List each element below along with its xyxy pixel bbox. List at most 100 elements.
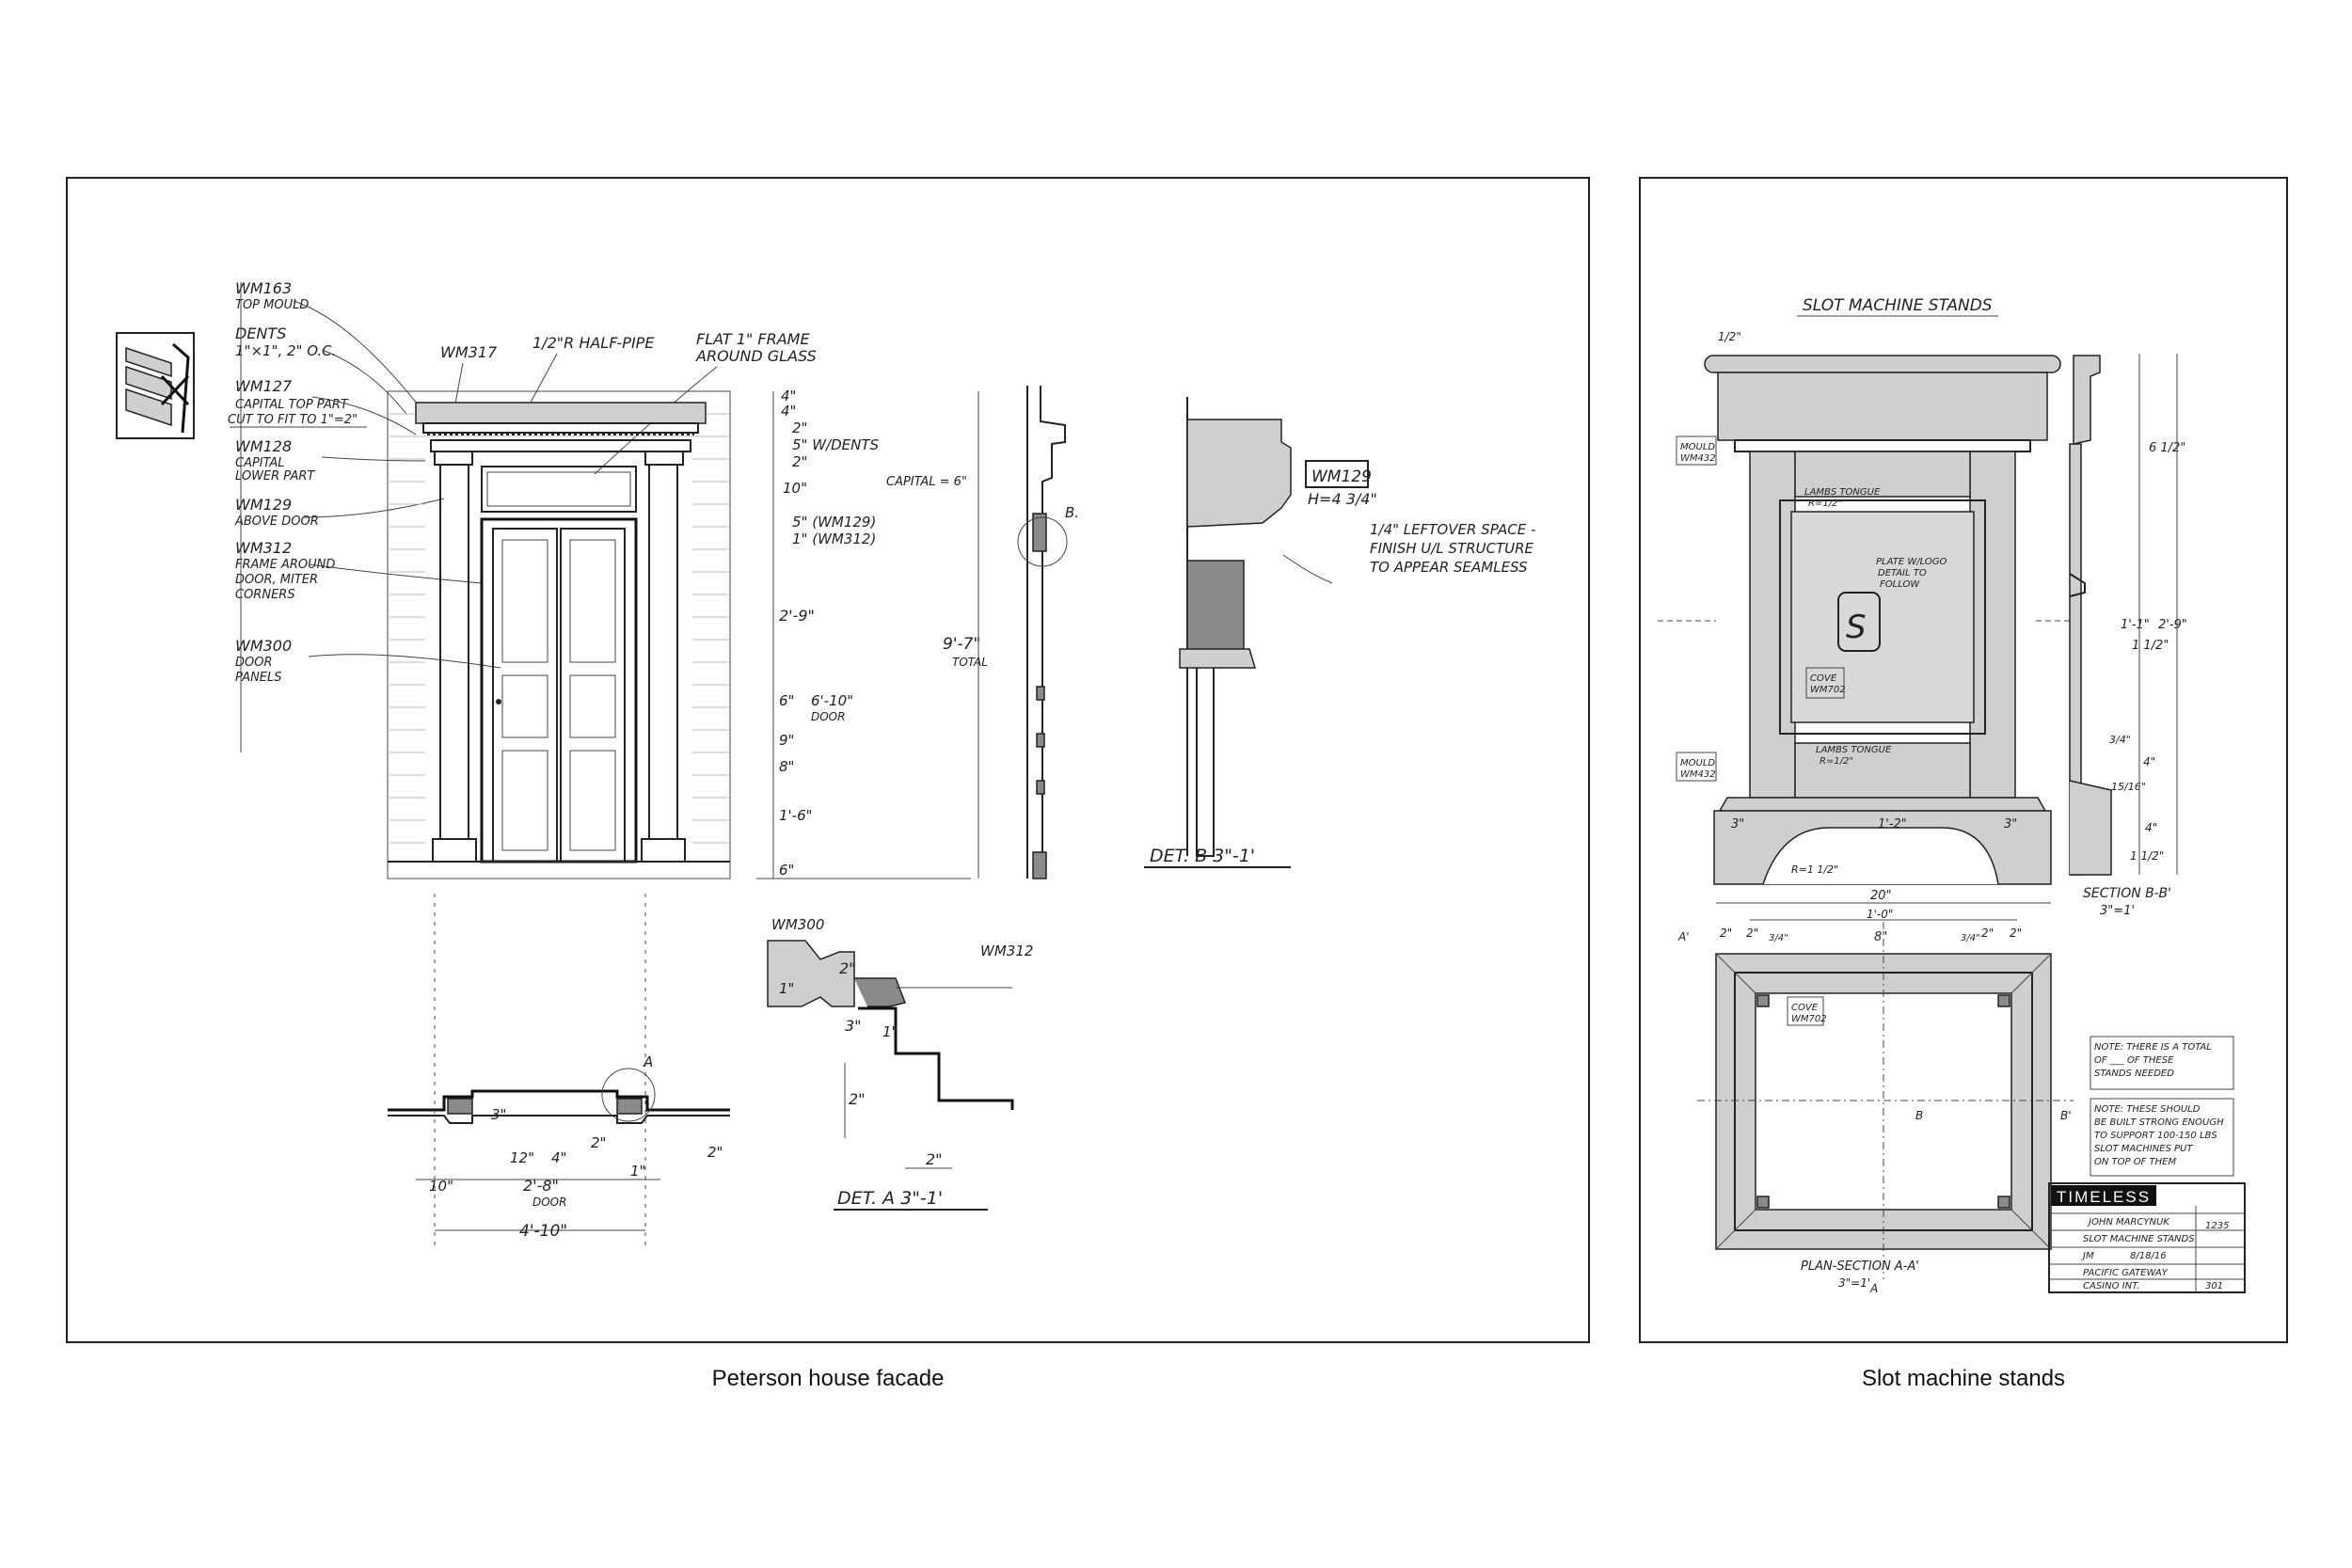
timeless-logo: TIMELESS — [2057, 1188, 2151, 1206]
total-height: 9'-7" — [943, 635, 980, 654]
stand-plan-section: 20" 1'-0" 2" 2" 3/4" 8" 3/4" 2" 2" COVE … — [1677, 889, 2074, 1295]
plan-door-label: DOOR — [532, 1196, 566, 1209]
detail-a-d1: 2" — [839, 959, 856, 977]
callout-wm128-desc2: LOWER PART — [235, 469, 315, 483]
note-2-line-2: BE BUILT STRONG ENOUGH — [2094, 1117, 2224, 1128]
section-dim-6-5in: 6 1/2" — [2149, 441, 2185, 455]
dim-5in-wm129: 5" (WM129) — [792, 514, 876, 531]
detail-a-title: DET. A 3"-1' — [837, 1188, 943, 1209]
stand-notes: NOTE: THERE IS A TOTAL OF ___ OF THESE S… — [2090, 1036, 2234, 1177]
title-block: TIMELESS JOHN MARCYNUK 1235 SLOT MACHINE… — [2048, 1182, 2246, 1293]
callout-flat-frame-1: FLAT 1" FRAME — [696, 330, 810, 348]
callout-wm127-desc: CAPITAL TOP PART — [235, 398, 349, 412]
top-mould-detail-inset — [116, 332, 195, 439]
lambs-tongue-top-r: R=1/2" — [1808, 499, 1842, 509]
title-block-date: 8/18/16 — [2130, 1251, 2167, 1261]
detail-a-d2: 1" — [779, 980, 794, 997]
dim-10in: 10" — [783, 480, 807, 497]
callout-wm128: WM128 — [235, 437, 292, 455]
section-dim-1-5in-b: 1 1/2" — [2130, 849, 2164, 863]
note-2-line-4: SLOT MACHINES PUT — [2094, 1144, 2193, 1154]
callout-dents: DENTS — [235, 325, 286, 342]
slot-stand-drawing: SLOT MACHINE STANDS 1/2" S PLATE W/LOGO … — [1658, 296, 2246, 1295]
lambs-tongue-bottom: LAMBS TONGUE — [1816, 745, 1892, 755]
note-1-line-2: OF ___ OF THESE — [2094, 1055, 2174, 1066]
lambs-tongue-top: LAMBS TONGUE — [1804, 487, 1881, 498]
dim-door-label: DOOR — [811, 710, 845, 723]
title-block-drawing: SLOT MACHINE STANDS — [2083, 1234, 2195, 1244]
plan-dim-3-4in-b: 3/4" — [1961, 933, 1980, 943]
plan-dim-12in: 12" — [510, 1149, 534, 1166]
dim-2ft9in: 2'-9" — [779, 607, 815, 625]
detail-b: WM129 H=4 3/4" 1/4" LEFTOVER SPACE - FIN… — [1144, 397, 1535, 868]
section-dim-4in-b: 4" — [2145, 821, 2157, 834]
facade-drawing-panel: WM163 TOP MOULD DENTS 1"×1", 2" O.C. WM1… — [66, 177, 1590, 1343]
stand-dim-3in-a: 3" — [1731, 817, 1744, 832]
stand-dim-1ft2in: 1'-2" — [1878, 817, 1907, 832]
plan-dim-10in: 10" — [429, 1178, 453, 1195]
title-block-set-number: 1235 — [2205, 1221, 2229, 1231]
section-dim-15-16in: 15/16" — [2111, 781, 2146, 793]
note-2-line-5: ON TOP OF THEM — [2094, 1157, 2176, 1167]
plan-dim-3in: 3" — [491, 1106, 506, 1123]
dim-1ft6in: 1'-6" — [779, 807, 813, 824]
detail-a-d5: 2" — [849, 1090, 866, 1108]
stand-front-elevation: 1/2" S PLATE W/LOGO DETAIL TO FOLLOW LAM… — [1658, 330, 2083, 885]
stand-title: SLOT MACHINE STANDS — [1803, 296, 1993, 315]
plan-dim-1ft: 1'-0" — [1867, 908, 1893, 921]
plate-label-2: DETAIL TO — [1878, 568, 1927, 578]
section-dim-3-4in: 3/4" — [2109, 734, 2131, 746]
detail-a: WM300 WM312 2" 1" 3" 1" 2" 2" DET. A 3"-… — [767, 916, 1033, 1211]
callout-wm129: WM129 — [235, 496, 292, 514]
plan-dim-2in-d: 2" — [2010, 927, 2022, 940]
elevation-dimensions: 4" 4" 2" 5" W/DENTS 2" 10" 5" (WM129) 1"… — [756, 386, 1079, 879]
dim-9in: 9" — [779, 732, 794, 749]
dim-2in-a: 2" — [792, 420, 807, 436]
detail-b-note-1: 1/4" LEFTOVER SPACE - — [1370, 521, 1535, 538]
section-dim-4in-a: 4" — [2143, 755, 2155, 768]
section-dim-1ft1in: 1'-1" — [2121, 618, 2150, 632]
plate-label-3: FOLLOW — [1880, 579, 1920, 590]
detail-b-height: H=4 3/4" — [1308, 490, 1377, 508]
stand-dim-3in-b: 3" — [2004, 817, 2017, 832]
plan-dim-2in-c: 2" — [1981, 927, 1994, 940]
dim-6in-b: 6" — [779, 862, 794, 879]
callout-dents-desc: 1"×1", 2" O.C. — [235, 342, 336, 359]
facade-drawing: WM163 TOP MOULD DENTS 1"×1", 2" O.C. WM1… — [116, 279, 1535, 1251]
detail-b-wm129: WM129 — [1311, 467, 1372, 486]
callout-wm163: WM163 — [235, 279, 292, 297]
plan-dim-2ft8in: 2'-8" — [523, 1177, 559, 1195]
plan-marker-b-prime: B' — [2060, 1109, 2072, 1122]
caption-slot-machine-stands: Slot machine stands — [1861, 1366, 2066, 1391]
callout-wm312-desc1: FRAME AROUND — [235, 558, 335, 572]
detail-b-note-2: FINISH U/L STRUCTURE — [1370, 540, 1534, 557]
section-bb-scale: 3"=1' — [2100, 904, 2135, 918]
logo-letter: S — [1846, 609, 1867, 646]
plan-dim-2in: 2" — [591, 1134, 606, 1151]
title-block-designer: JOHN MARCYNUK — [2087, 1217, 2170, 1227]
plan-cove-label: COVE — [1791, 1003, 1819, 1013]
plan-dim-4ft10in: 4'-10" — [519, 1222, 567, 1241]
plan-dim-2in-b: 2" — [1746, 927, 1758, 940]
mould-top-id: WM432 — [1680, 453, 1716, 464]
slot-stand-drawing-panel: SLOT MACHINE STANDS 1/2" S PLATE W/LOGO … — [1639, 177, 2288, 1343]
plan-dim-2in-b: 2" — [707, 1144, 723, 1161]
title-block-location-2: CASINO INT. — [2083, 1281, 2139, 1291]
detail-b-title: DET. B 3"-1' — [1150, 846, 1255, 866]
detail-a-d3: 3" — [845, 1017, 862, 1035]
dim-8in: 8" — [779, 758, 794, 775]
lambs-tongue-bottom-r: R=1/2" — [1820, 756, 1853, 767]
plan-dim-2in-a: 2" — [1720, 927, 1732, 940]
detail-a-wm300: WM300 — [771, 916, 824, 933]
callout-wm312-desc3: CORNERS — [235, 588, 295, 602]
callout-flat-frame-2: AROUND GLASS — [695, 347, 817, 365]
plan-marker-a-prime: A' — [1677, 930, 1690, 943]
plan-section-scale: 3"=1' — [1838, 1276, 1870, 1290]
mould-bottom-id: WM432 — [1680, 769, 1716, 780]
callout-wm127: WM127 — [235, 377, 293, 395]
detail-b-note-3: TO APPEAR SEAMLESS — [1370, 559, 1528, 576]
dim-4in-b: 4" — [781, 403, 796, 420]
callout-wm300-desc2: PANELS — [235, 671, 282, 685]
plan-dim-1in: 1" — [630, 1163, 645, 1180]
title-block-location-1: PACIFIC GATEWAY — [2083, 1268, 2169, 1278]
